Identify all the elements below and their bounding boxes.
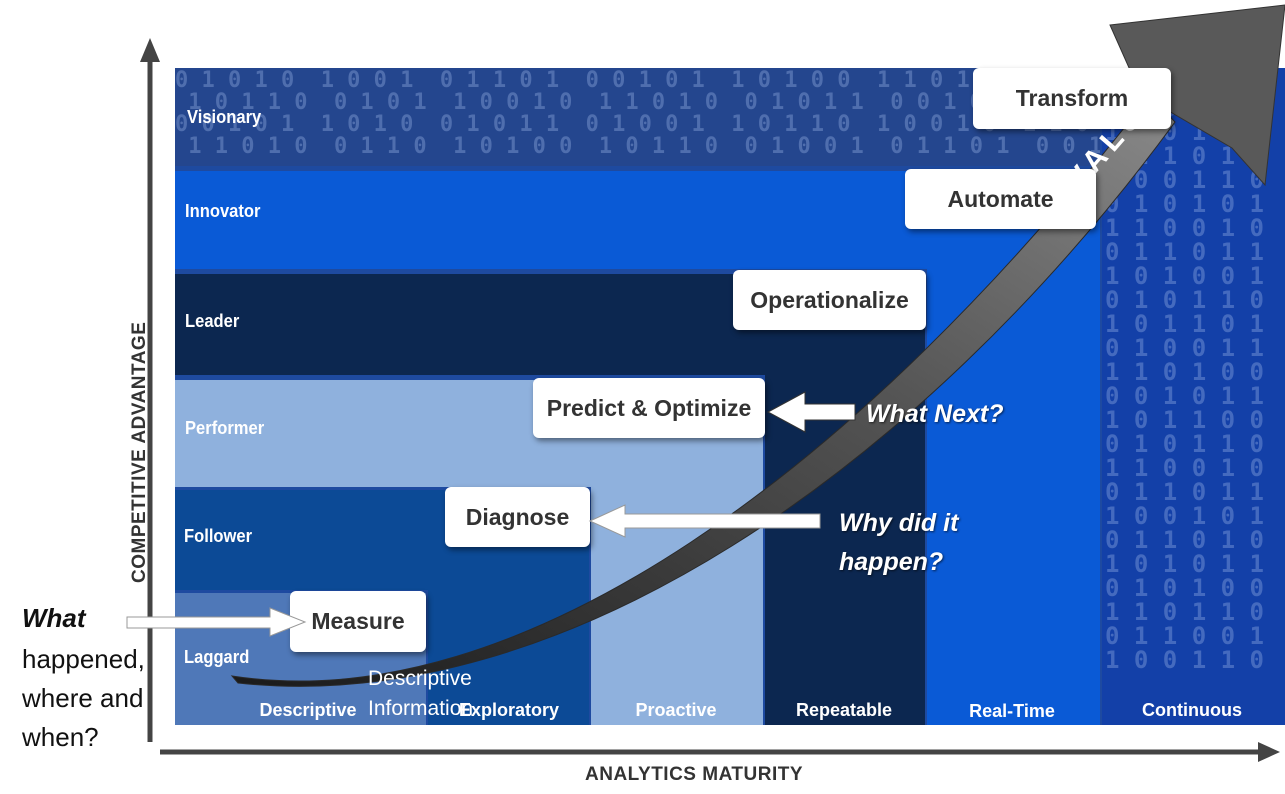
level-label-follower: Follower [184, 526, 253, 546]
what-question-line3: where and [22, 683, 144, 713]
level-label-visionary: Visionary [187, 107, 262, 127]
descriptive-info-line1: Descriptive [368, 667, 472, 690]
what-question-line4: when? [22, 722, 99, 752]
why-question-line1: Why did it [839, 509, 959, 537]
descriptive-info-line3: Delivery [368, 727, 444, 743]
level-label-laggard: Laggard [184, 647, 250, 667]
column-label-proactive: Proactive [635, 700, 717, 720]
stage-transform: Transform [973, 68, 1171, 129]
stage-measure: Measure [290, 591, 426, 652]
level-label-leader: Leader [185, 311, 240, 331]
level-label-innovator: Innovator [185, 201, 261, 221]
what-arrow [126, 607, 307, 637]
level-label-performer: Performer [185, 418, 265, 438]
what-next-question: What Next? [866, 400, 1004, 428]
column-label-continuous: Continuous [1142, 700, 1242, 720]
value-curve-body [230, 94, 1176, 687]
stage-automate: Automate [905, 169, 1096, 229]
why-arrow [588, 504, 821, 538]
why-question-line2: happen? [839, 548, 944, 576]
descriptive-info-line2: Information [368, 697, 474, 720]
what-question-line2: happened, [22, 644, 145, 674]
column-label-repeatable: Repeatable [795, 700, 893, 720]
column-label-exploratory: Exploratory [458, 700, 560, 720]
what-question-bold: What [22, 603, 86, 633]
binary-pattern: 0 1 0 1 0 1 0 0 1 0 1 1 0 1 0 0 1 0 1 1 … [175, 70, 1100, 159]
visionary-row [175, 68, 1100, 166]
column-label-descriptive: Descriptive [259, 700, 357, 720]
stage-predict-optimize: Predict & Optimize [533, 378, 765, 438]
stage-diagnose: Diagnose [445, 487, 590, 547]
x-axis-title: ANALYTICS MATURITY [585, 764, 803, 785]
stage-operationalize: Operationalize [733, 270, 926, 330]
what-next-arrow [766, 391, 856, 433]
column-label-real-time: Real-Time [969, 701, 1055, 721]
